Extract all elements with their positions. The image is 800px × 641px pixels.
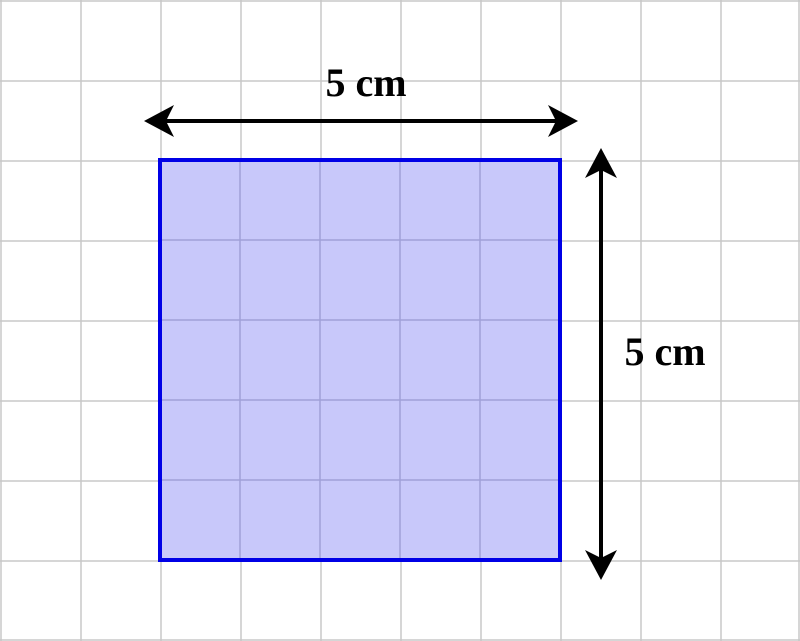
- width-arrow-right-head: [548, 105, 578, 137]
- square-border: [158, 158, 562, 562]
- height-arrow-top-head: [585, 148, 617, 178]
- width-label: 5 cm: [325, 60, 406, 105]
- width-dimension-arrow: [144, 105, 578, 137]
- square-inner-grid: [160, 160, 560, 560]
- width-arrow-left-head: [144, 105, 174, 137]
- height-label: 5 cm: [624, 329, 705, 374]
- height-arrow-bottom-head: [585, 550, 617, 580]
- shaded-square: [160, 160, 560, 560]
- height-dimension-arrow: [585, 148, 617, 580]
